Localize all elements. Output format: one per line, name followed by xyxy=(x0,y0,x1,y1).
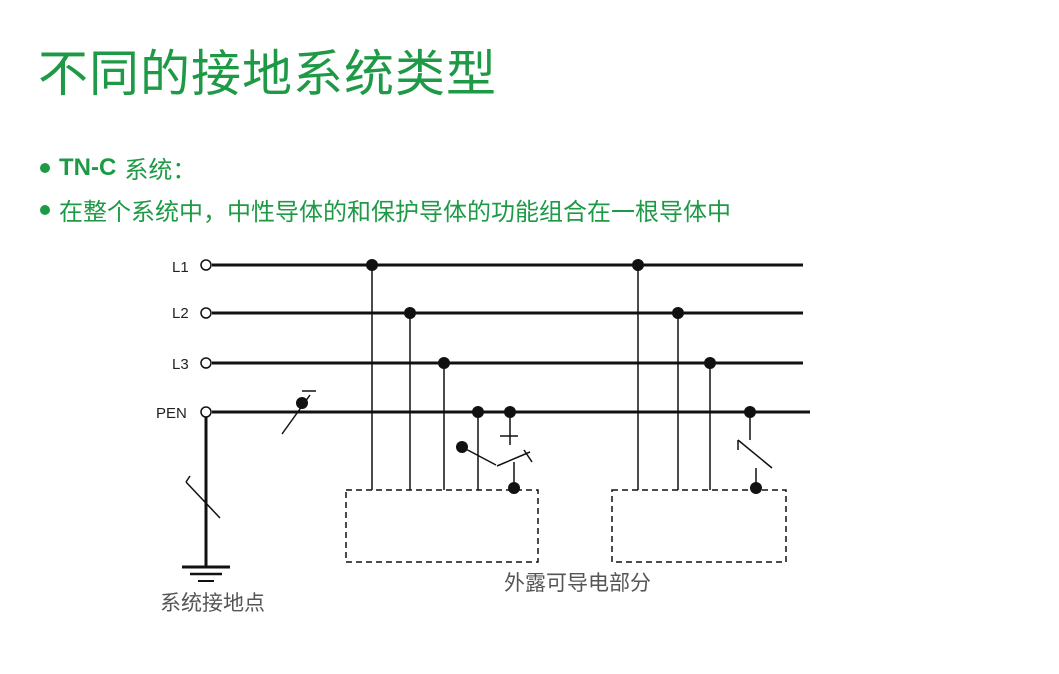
junction-dot xyxy=(672,307,684,319)
exposed-parts-label: 外露可导电部分 xyxy=(504,571,651,595)
label-l3: L3 xyxy=(172,356,189,373)
junction-dot xyxy=(704,357,716,369)
junction-dot xyxy=(456,441,468,453)
page-title: 不同的接地系统类型 xyxy=(38,45,497,103)
junction-dot xyxy=(632,259,644,271)
junction-dot xyxy=(744,406,756,418)
junction-dot xyxy=(472,406,484,418)
label-pen: PEN xyxy=(156,405,187,422)
terminal-l3 xyxy=(200,357,212,369)
terminal-l2 xyxy=(200,307,212,319)
exposed-part-1 xyxy=(345,489,539,563)
junction-dot xyxy=(366,259,378,271)
junction-dot xyxy=(404,307,416,319)
description-text: 在整个系统中，中性导体的和保护导体的功能组合在一根导体中 xyxy=(59,198,731,226)
bullet-dot-icon xyxy=(40,162,50,173)
earth-point-label: 系统接地点 xyxy=(160,591,265,615)
bullet-description: 在整个系统中，中性导体的和保护导体的功能组合在一根导体中 xyxy=(40,192,731,227)
switch-2 xyxy=(737,439,773,469)
junction-dot xyxy=(296,397,308,409)
switch-1a xyxy=(461,446,497,466)
junction-dot xyxy=(508,482,520,494)
system-name: TN-C xyxy=(59,153,117,181)
junction-dots xyxy=(296,259,762,494)
bullet-system-name: TN-C 系统： xyxy=(40,150,196,185)
junction-dot xyxy=(438,357,450,369)
terminal-l1 xyxy=(200,259,212,271)
junction-dot xyxy=(750,482,762,494)
label-l1: L1 xyxy=(172,259,189,276)
junction-dot xyxy=(504,406,516,418)
terminal-pen xyxy=(200,406,212,418)
conductors xyxy=(182,259,810,582)
system-suffix: 系统： xyxy=(124,156,197,184)
exposed-part-2 xyxy=(611,489,787,563)
bullet-dot-icon xyxy=(40,204,50,215)
switch-1b xyxy=(496,451,531,467)
label-l2: L2 xyxy=(172,305,189,322)
earth-break-mark xyxy=(185,481,221,519)
